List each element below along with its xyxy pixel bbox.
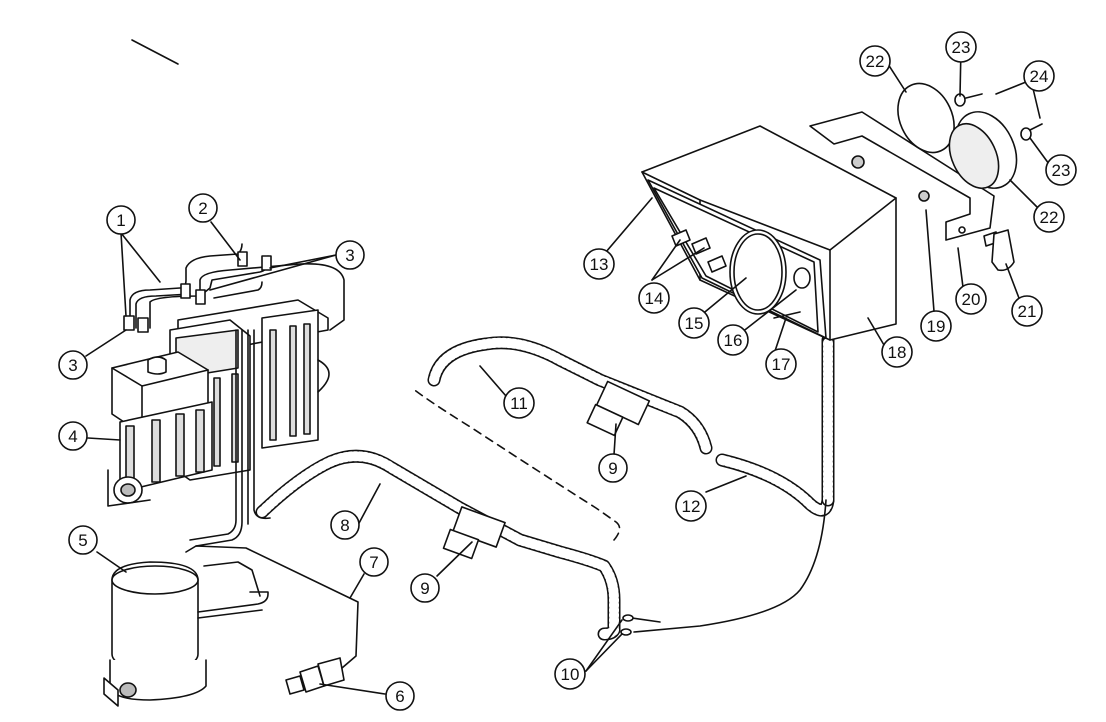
solenoid-valve-assembly	[107, 243, 345, 547]
callout-5: 5	[68, 525, 98, 555]
callout-23-top: 23	[945, 31, 977, 63]
svg-text:19: 19	[927, 317, 946, 336]
callout-17: 17	[765, 348, 797, 380]
svg-text:13: 13	[590, 255, 609, 274]
leader-lines	[85, 39, 1050, 695]
svg-text:17: 17	[772, 355, 791, 374]
svg-text:18: 18	[888, 343, 907, 362]
svg-text:9: 9	[420, 579, 429, 598]
svg-text:4: 4	[68, 427, 77, 446]
callout-21: 21	[1011, 295, 1043, 327]
svg-text:11: 11	[510, 394, 528, 413]
callout-15: 15	[678, 307, 710, 339]
svg-text:8: 8	[340, 516, 349, 535]
svg-text:12: 12	[682, 497, 701, 516]
svg-text:15: 15	[685, 314, 704, 333]
cover-discs	[897, 82, 1043, 189]
svg-text:16: 16	[724, 331, 743, 350]
callout-8: 8	[330, 510, 360, 540]
control-box	[641, 111, 995, 341]
svg-text:9: 9	[608, 459, 617, 478]
svg-text:2: 2	[198, 199, 207, 218]
callout-7: 7	[359, 547, 389, 577]
svg-text:20: 20	[962, 290, 981, 309]
callout-4: 4	[58, 421, 88, 451]
svg-text:1: 1	[116, 211, 125, 230]
callout-14: 14	[638, 282, 670, 314]
callout-19: 19	[920, 310, 952, 342]
callout-9-upper: 9	[598, 453, 628, 483]
callouts: 1 2 3 3 4 5 6 7 8 9 9 10 11 12 13 14 15 …	[58, 31, 1077, 711]
callout-24: 24	[1023, 60, 1055, 92]
alarm-horn	[103, 561, 269, 707]
callout-3-left: 3	[58, 350, 88, 380]
svg-text:23: 23	[952, 38, 971, 57]
callout-22-bottom: 22	[1033, 201, 1065, 233]
sensor-probe	[185, 545, 359, 695]
callout-18: 18	[881, 336, 913, 368]
callout-3-right: 3	[335, 240, 365, 270]
svg-text:24: 24	[1030, 67, 1049, 86]
svg-text:23: 23	[1052, 161, 1071, 180]
svg-text:7: 7	[369, 553, 378, 572]
svg-text:3: 3	[345, 246, 354, 265]
callout-11: 11	[503, 387, 535, 419]
callout-9-lower: 9	[410, 573, 440, 603]
callout-23-right: 23	[1045, 154, 1077, 186]
callout-20: 20	[955, 283, 987, 315]
callout-10: 10	[554, 658, 586, 690]
callout-16: 16	[717, 324, 749, 356]
callout-13: 13	[583, 248, 615, 280]
callout-12: 12	[675, 490, 707, 522]
svg-text:22: 22	[1040, 208, 1059, 227]
svg-text:10: 10	[561, 665, 580, 684]
svg-text:3: 3	[68, 356, 77, 375]
svg-text:5: 5	[78, 531, 87, 550]
callout-1: 1	[106, 205, 136, 235]
svg-text:22: 22	[866, 52, 885, 71]
wiring-harness-upper	[427, 333, 835, 636]
callout-2: 2	[188, 193, 218, 223]
svg-text:21: 21	[1018, 302, 1037, 321]
callout-6: 6	[385, 681, 415, 711]
svg-text:6: 6	[395, 687, 404, 706]
adjusting-knob	[983, 229, 1015, 272]
callout-22-top: 22	[859, 45, 891, 77]
svg-text:14: 14	[645, 289, 664, 308]
